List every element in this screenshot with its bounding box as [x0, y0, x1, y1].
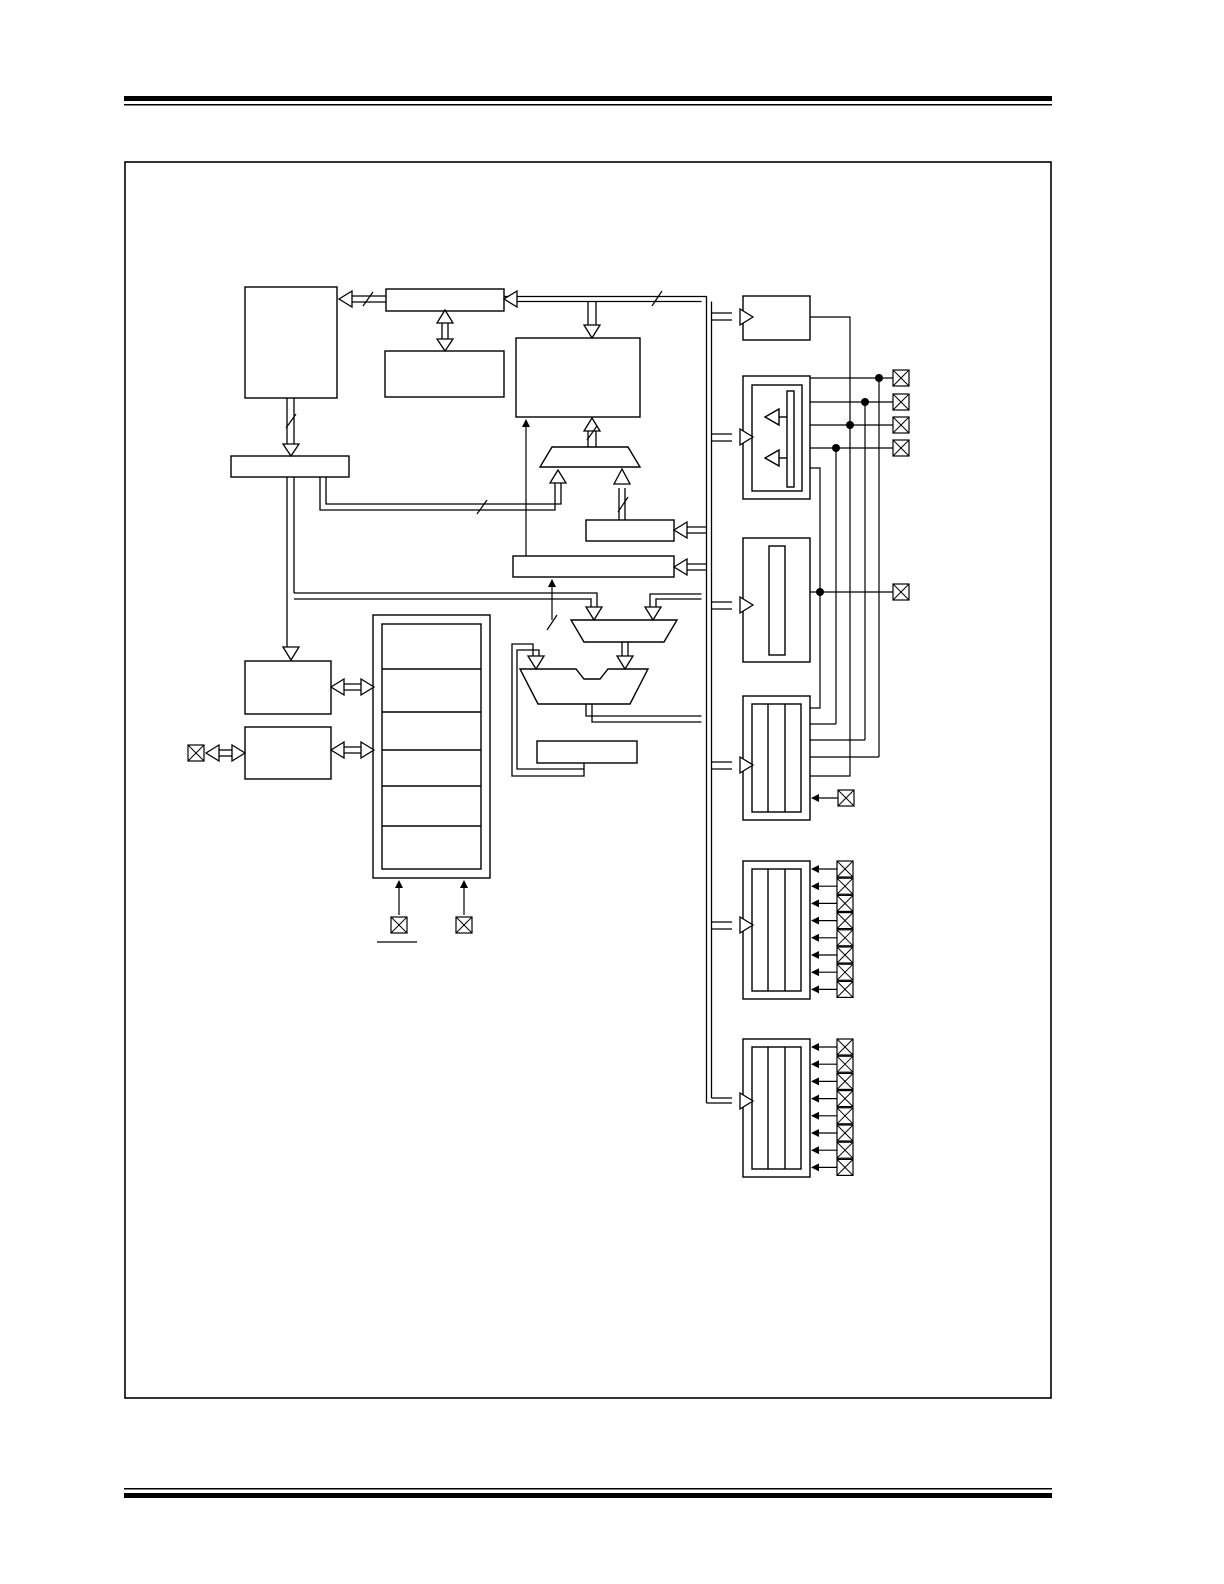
pin-top-right [892, 439, 910, 457]
pin-port-c [836, 1072, 854, 1091]
pin-osc [187, 744, 205, 762]
peripheral-b [742, 537, 811, 663]
port-input-arrows [811, 865, 837, 1172]
w-register [536, 740, 638, 764]
status-register [512, 555, 675, 578]
bus-width-marks [285, 290, 663, 631]
pin-port-b [836, 929, 854, 947]
pin-port-c [836, 1124, 854, 1142]
timer-stack [372, 614, 491, 879]
pin-group [187, 369, 910, 1177]
pin-port-b [836, 980, 854, 999]
pin-port-c [836, 1055, 854, 1073]
pin-middle [892, 583, 910, 601]
pin-port-c [836, 1107, 854, 1125]
address-mux [538, 446, 642, 468]
header-rule [124, 96, 1052, 106]
port-c [742, 1038, 811, 1178]
pin-port-c [836, 1158, 854, 1177]
pin-bottom [455, 916, 473, 934]
pin-port-b [836, 963, 854, 981]
figure-frame [124, 161, 1052, 1399]
control-lines [395, 316, 893, 915]
pin-port-b [836, 946, 854, 964]
pin-port-b [836, 877, 854, 895]
junction-dots [816, 374, 883, 596]
bus-lines [217, 295, 732, 1104]
pin-port-b [836, 894, 854, 913]
stack [384, 350, 505, 398]
program-counter [385, 288, 505, 312]
port-b [742, 860, 811, 1000]
comparator-block [742, 375, 811, 500]
pin-top-right [892, 369, 910, 387]
pin-top-right [892, 393, 910, 411]
alu [518, 668, 650, 705]
pin-port-c [836, 1089, 854, 1108]
pin-port-b [836, 911, 854, 930]
pin-port-b [836, 860, 854, 878]
pin-bottom [390, 916, 408, 934]
port-a [742, 695, 811, 821]
pin-port-a [837, 789, 855, 807]
pin-port-c [836, 1038, 854, 1056]
bus-arrowheads [204, 289, 755, 1111]
pin-top-right [892, 416, 910, 434]
pin-port-c [836, 1141, 854, 1159]
footer-rule [124, 1488, 1052, 1498]
fsr-register [585, 519, 675, 542]
program-memory [244, 286, 338, 399]
timing-generation [244, 726, 332, 780]
ram [515, 337, 641, 418]
instruction-register [230, 455, 350, 478]
peripheral-a [742, 295, 811, 341]
instruction-decode-control [244, 660, 332, 715]
alu-mux [569, 619, 679, 643]
